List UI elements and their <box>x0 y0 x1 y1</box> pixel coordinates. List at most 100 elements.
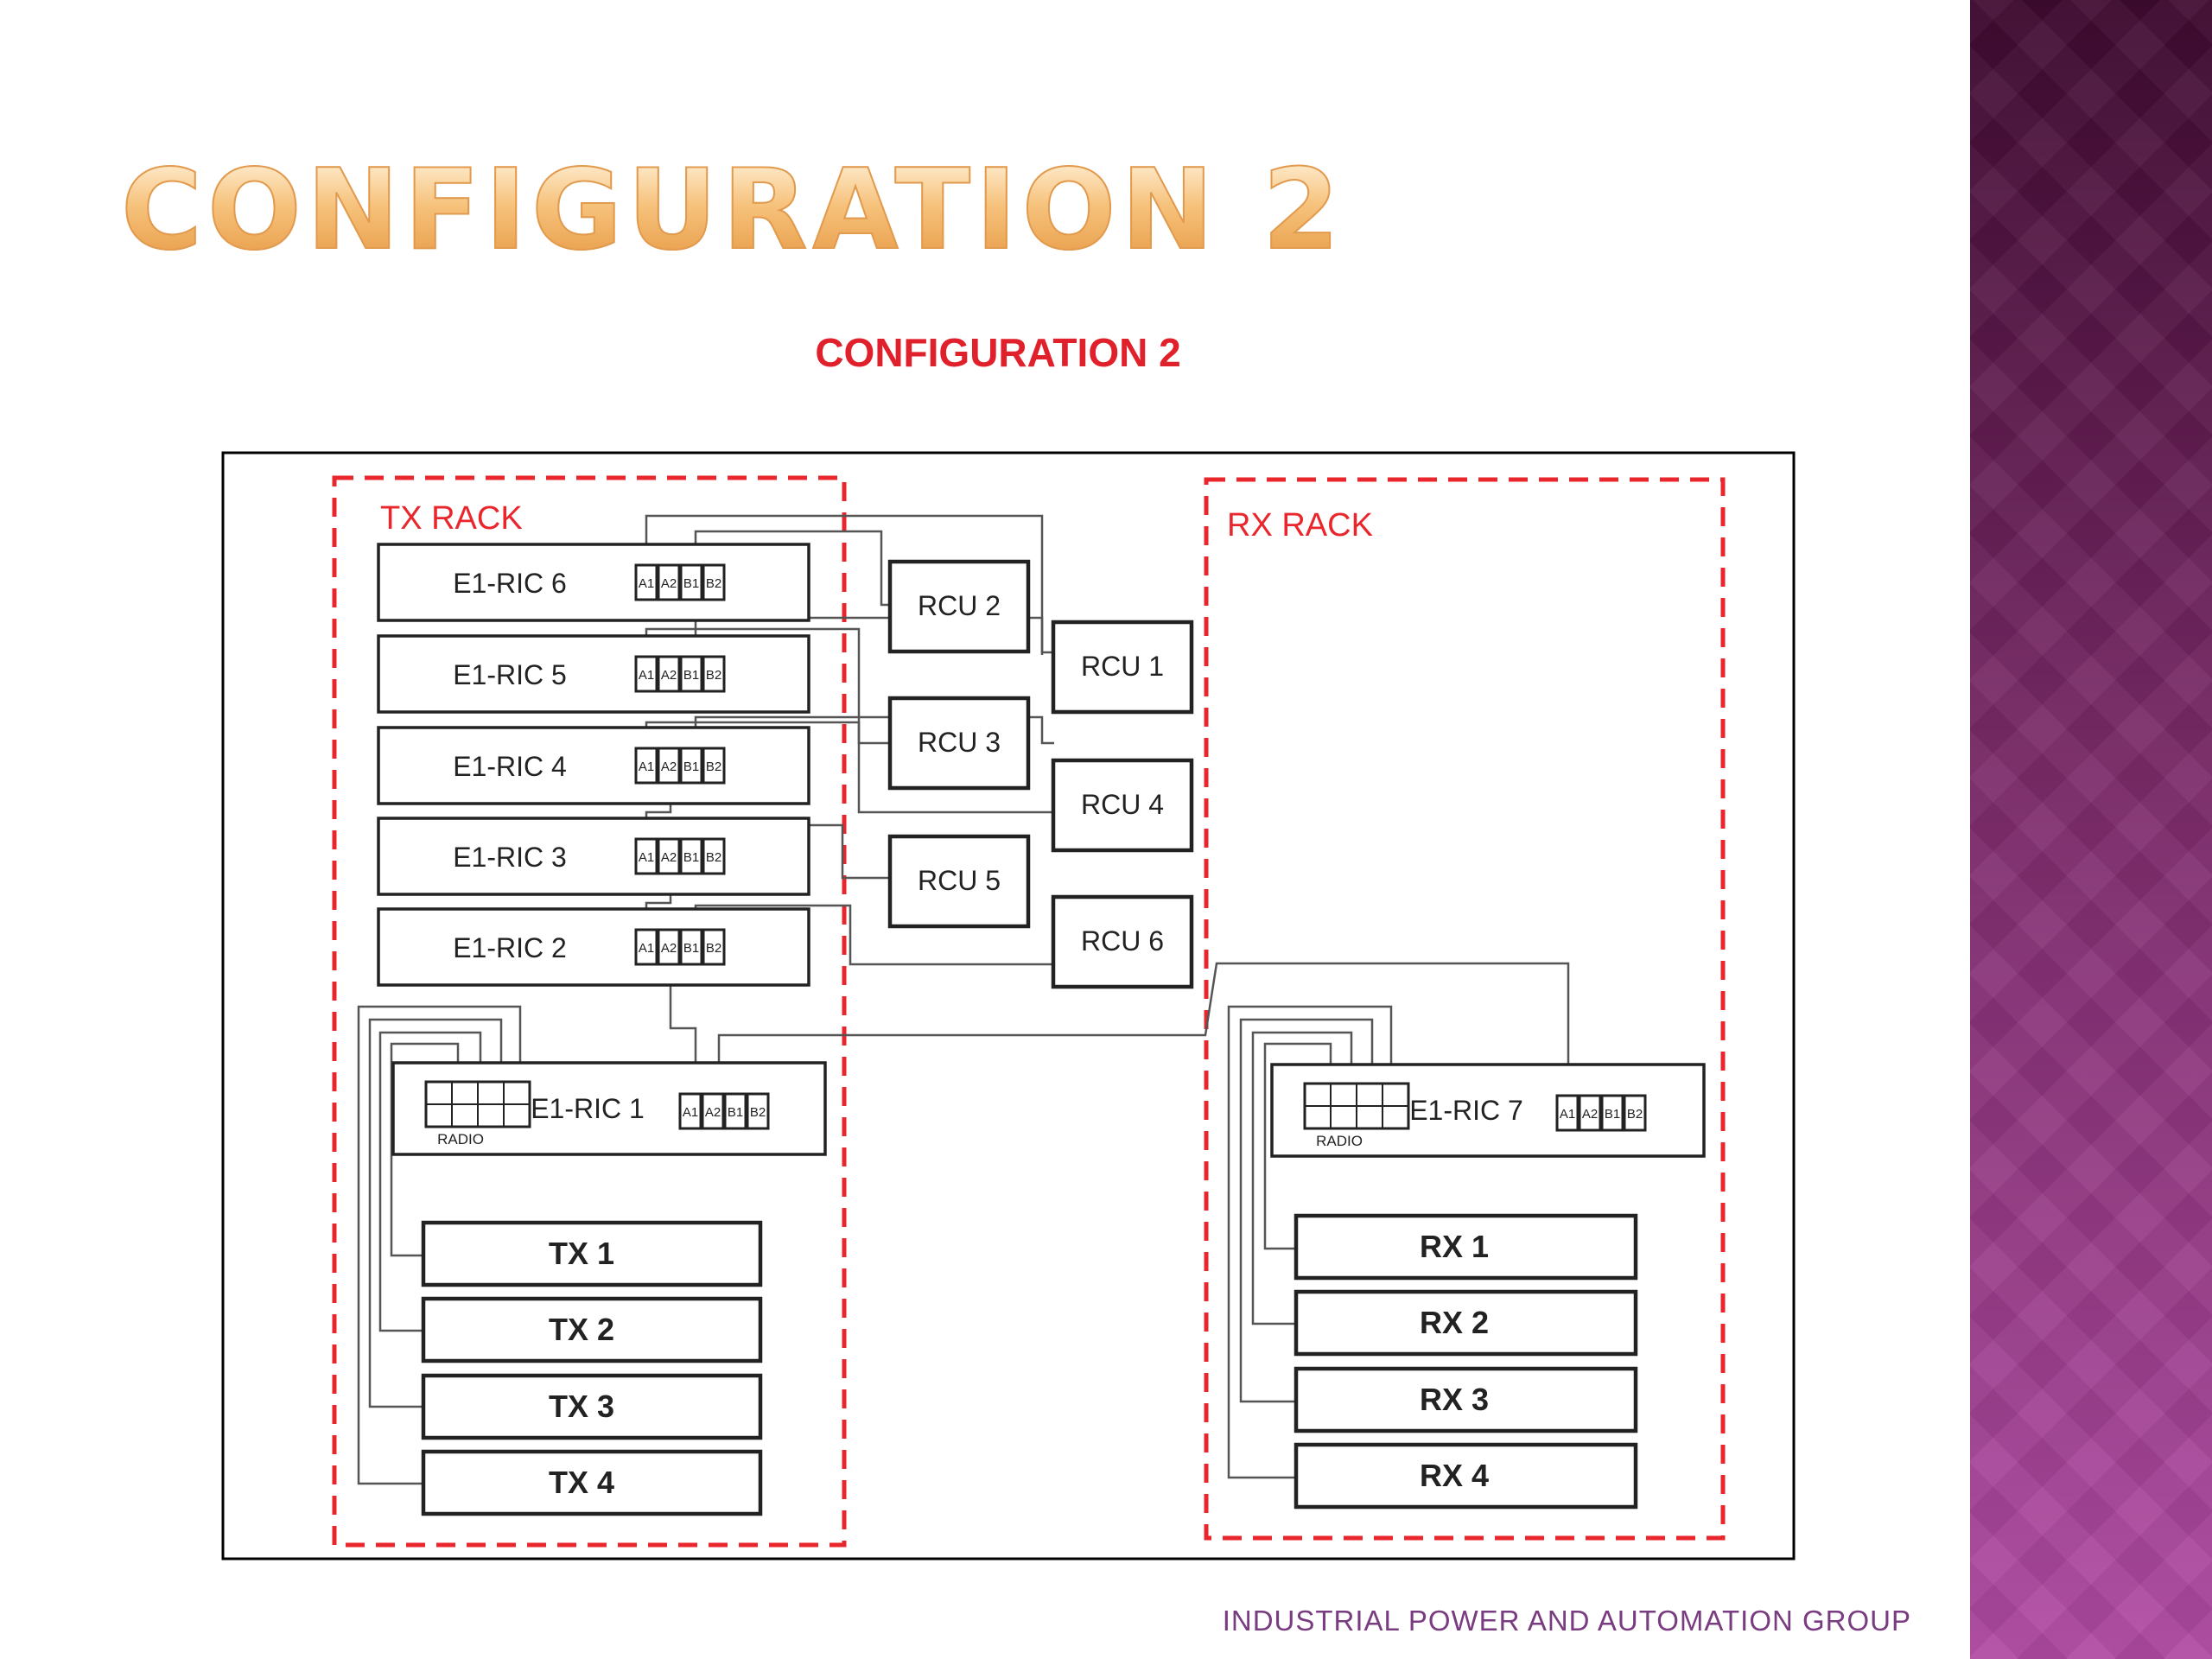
transmitter-boxes: TX 1 TX 2 TX 3 TX 4 <box>421 1220 763 1516</box>
ric-port-b2 <box>702 563 726 601</box>
ric-card-frame <box>377 907 810 987</box>
tx-box-label: TX 4 <box>549 1465 614 1500</box>
decorative-side-band <box>1970 0 2212 1659</box>
ric1-port-b1 <box>723 1092 747 1130</box>
ric1-port-b2 <box>746 1092 770 1130</box>
ric-port-b2 <box>702 928 726 966</box>
rcu-boxes: RCU 2 RCU 1 RCU 3 RCU 4 RCU 5 RCU 6 <box>887 559 1194 989</box>
ric-port-label: A1 <box>639 850 654 865</box>
tx-box-label: TX 3 <box>549 1389 614 1424</box>
ric-port-label: A2 <box>661 576 677 591</box>
diagram-heading: CONFIGURATION 2 <box>815 330 1180 375</box>
ric-port-b1 <box>679 655 703 693</box>
ric-port-label: A1 <box>639 576 654 591</box>
rx-box: RX 1 <box>1294 1213 1638 1281</box>
ric-port-b2 <box>702 747 726 785</box>
rx-box: RX 4 <box>1294 1442 1638 1510</box>
ric-card-label: E1-RIC 4 <box>453 751 567 782</box>
rx-box-frame <box>1294 1213 1638 1281</box>
tx-box: TX 1 <box>421 1220 763 1287</box>
ric-port-label: A2 <box>661 850 677 865</box>
tx-rack-label: TX RACK <box>380 500 523 537</box>
rcu-box-frame <box>887 696 1031 791</box>
tx-box: TX 2 <box>421 1296 763 1363</box>
ric-port-a2 <box>657 837 681 875</box>
rx-box-label: RX 2 <box>1420 1305 1489 1340</box>
ric-port-label: A1 <box>639 668 654 683</box>
footer-text: INDUSTRIAL POWER AND AUTOMATION GROUP <box>1222 1605 1911 1637</box>
rcu-box: RCU 1 <box>1051 620 1194 715</box>
rx-box-frame <box>1294 1289 1638 1357</box>
rx-rack-label: RX RACK <box>1227 507 1373 543</box>
ric7-radio-label: RADIO <box>1316 1133 1363 1149</box>
tx-box: TX 3 <box>421 1373 763 1440</box>
tx-box-frame <box>421 1296 763 1363</box>
ric1-port-label: A2 <box>705 1105 721 1120</box>
ric-port-a2 <box>657 928 681 966</box>
ric7-port-a2 <box>1578 1094 1602 1132</box>
tx-box-label: TX 2 <box>549 1312 614 1347</box>
ric7-port-label: B1 <box>1605 1107 1620 1122</box>
rcu-box: RCU 3 <box>887 696 1031 791</box>
rx-box-label: RX 3 <box>1420 1382 1489 1417</box>
rcu-box: RCU 6 <box>1051 894 1194 989</box>
rcu-box-label: RCU 4 <box>1081 789 1164 820</box>
ric-port-b1 <box>679 928 703 966</box>
ric-port-a2 <box>657 563 681 601</box>
ric7-port-label: B2 <box>1627 1107 1643 1122</box>
ric-card-frame <box>377 726 810 805</box>
ric-card-frame <box>377 543 810 622</box>
ric-port-b1 <box>679 747 703 785</box>
ric-port-b1 <box>679 563 703 601</box>
ric-port-label: B2 <box>706 576 721 591</box>
ric-card-label: E1-RIC 5 <box>453 659 567 690</box>
tx-box-frame <box>421 1373 763 1440</box>
ric-port-b1 <box>679 837 703 875</box>
ric-port-b2 <box>702 655 726 693</box>
rcu-box: RCU 4 <box>1051 758 1194 853</box>
rcu-box: RCU 5 <box>887 834 1031 929</box>
ric7-port-a1 <box>1555 1094 1580 1132</box>
ric-port-label: B1 <box>683 668 699 683</box>
ric-port-label: B2 <box>706 941 721 956</box>
ric-card-frame <box>377 817 810 896</box>
ric-port-a1 <box>634 655 658 693</box>
ric-port-label: A1 <box>639 941 654 956</box>
tx-box-frame <box>421 1449 763 1516</box>
rcu-box-label: RCU 6 <box>1081 925 1164 957</box>
receiver-boxes: RX 1 RX 2 RX 3 RX 4 <box>1294 1213 1638 1510</box>
rcu-box-label: RCU 3 <box>918 727 1001 758</box>
ric7-port-label: A1 <box>1560 1107 1575 1122</box>
ric-card-label: E1-RIC 2 <box>453 932 567 963</box>
ric-port-a1 <box>634 837 658 875</box>
ric-card-frame <box>377 634 810 714</box>
ric-port-label: A2 <box>661 668 677 683</box>
rx-box: RX 3 <box>1294 1366 1638 1433</box>
ric-port-label: A2 <box>661 941 677 956</box>
ric-port-label: B2 <box>706 760 721 774</box>
rx-box-frame <box>1294 1442 1638 1510</box>
ric-port-label: B1 <box>683 941 699 956</box>
ric-card: E1-RIC 2 A1 A2 B1 B2 <box>377 907 810 987</box>
rcu-box-label: RCU 2 <box>918 590 1001 621</box>
rcu-box-label: RCU 1 <box>1081 651 1164 682</box>
ric1-port-label: B2 <box>750 1105 766 1120</box>
tx-box: TX 4 <box>421 1449 763 1516</box>
ric1-port-a1 <box>678 1092 702 1130</box>
rcu-box-frame <box>1051 758 1194 853</box>
ric-port-label: A1 <box>639 760 654 774</box>
ric-port-label: B1 <box>683 576 699 591</box>
ric-port-label: B2 <box>706 850 721 865</box>
ric-port-a2 <box>657 655 681 693</box>
tx-box-label: TX 1 <box>549 1236 614 1271</box>
ric1-port-a2 <box>701 1092 725 1130</box>
rcu-box-label: RCU 5 <box>918 865 1001 896</box>
ric1-radio-label: RADIO <box>437 1131 484 1147</box>
ric-port-a1 <box>634 928 658 966</box>
